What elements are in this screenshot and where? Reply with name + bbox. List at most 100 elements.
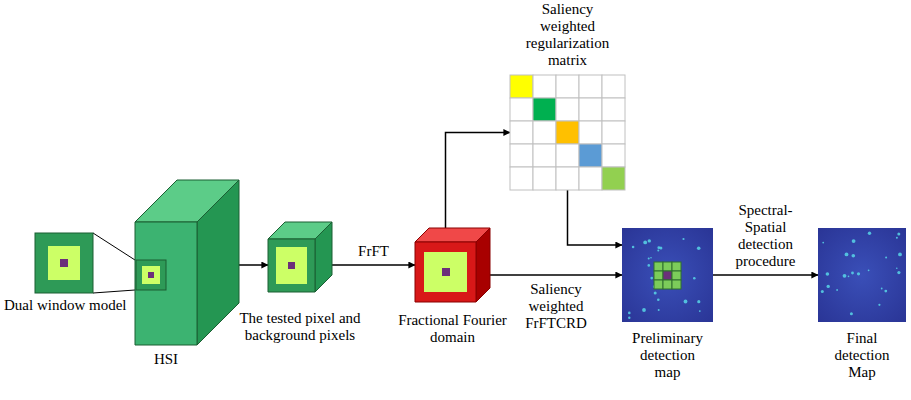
speckle	[632, 246, 635, 249]
speckle	[896, 237, 898, 239]
matrix-cell	[510, 98, 533, 121]
caption-block: HSI	[135, 351, 197, 368]
speckle	[897, 233, 900, 236]
tested-pixel	[148, 272, 154, 278]
outer-window	[136, 260, 166, 290]
matrix-cell	[533, 167, 556, 190]
matrix-cell	[510, 75, 533, 98]
node-caption: The tested pixel and background pixels	[233, 310, 368, 344]
outer-window	[35, 233, 93, 293]
map-ground	[818, 228, 906, 322]
speckle	[650, 277, 653, 280]
speckle	[657, 299, 660, 302]
matrix-cell	[602, 98, 625, 121]
speckle	[885, 257, 887, 259]
cube-side	[476, 228, 490, 302]
cube-front	[135, 222, 197, 345]
illustration	[818, 228, 906, 322]
preliminary-map: Preliminary detection map	[622, 228, 713, 322]
node-caption: Preliminary detection map	[626, 330, 710, 381]
regularization-matrix: Saliency weighted regularization matrix	[510, 75, 625, 190]
matrix-cell	[556, 121, 579, 144]
fourier-domain-cube: Fractional Fourier domain	[415, 228, 490, 302]
window-cell	[663, 271, 672, 280]
caption-block: The tested pixel and background pixels	[233, 310, 368, 344]
speckle	[850, 312, 853, 315]
matrix-cell	[579, 121, 602, 144]
cube-side	[315, 222, 332, 292]
speckle	[654, 292, 657, 295]
zoom-lines	[93, 233, 135, 293]
window-cell	[672, 280, 681, 289]
illustration	[135, 180, 239, 345]
illustration	[510, 75, 625, 190]
window-cell	[654, 280, 663, 289]
matrix-cell	[556, 98, 579, 121]
matrix-cell	[510, 121, 533, 144]
speckle	[684, 300, 688, 304]
illustration	[268, 222, 332, 292]
matrix-cell	[602, 167, 625, 190]
flow-arrow	[490, 274, 622, 276]
speckle	[848, 276, 850, 278]
cube-front	[268, 239, 315, 292]
caption-block: Fractional Fourier domain	[390, 312, 515, 346]
speckle	[658, 309, 660, 311]
speckle	[697, 246, 701, 250]
speckle	[851, 272, 854, 275]
matrix-cell	[556, 75, 579, 98]
flow-arrow	[713, 274, 818, 276]
window-cell	[672, 262, 681, 271]
matrix-cell	[602, 75, 625, 98]
speckle	[852, 239, 856, 243]
final-map: Final detection Map	[818, 228, 906, 322]
speckle	[697, 300, 700, 303]
matrix-cell	[579, 167, 602, 190]
matrix-cell	[579, 144, 602, 167]
speckle	[659, 247, 662, 250]
speckle	[657, 249, 659, 251]
inner-window	[142, 266, 160, 284]
speckle	[897, 271, 900, 274]
speckle	[628, 317, 630, 319]
flow-arrow	[568, 190, 623, 245]
speckle	[868, 269, 870, 271]
speckle	[878, 304, 880, 306]
speckle	[836, 289, 838, 291]
matrix-cell	[602, 121, 625, 144]
matrix-cell	[533, 121, 556, 144]
caption-block: Final detection Map	[820, 330, 904, 381]
edge-label: Spectral-Spatial detection procedure	[724, 202, 808, 270]
node-caption: Final detection Map	[820, 330, 904, 381]
speckle	[868, 232, 871, 235]
speckle	[884, 290, 887, 293]
caption-block: Preliminary detection map	[626, 330, 710, 381]
matrix-cell	[579, 98, 602, 121]
window-cell	[663, 280, 672, 289]
map-ground	[622, 228, 713, 322]
speckle	[822, 242, 824, 244]
speckle	[845, 253, 849, 257]
speckle	[857, 272, 860, 275]
speckle	[699, 310, 701, 312]
matrix-cell	[510, 167, 533, 190]
cube-front	[415, 242, 476, 302]
tested-pixel-cube: The tested pixel and background pixels	[268, 222, 332, 292]
speckle	[682, 238, 684, 240]
tested-pixel	[442, 268, 450, 276]
speckle	[642, 308, 646, 312]
speckle	[881, 288, 883, 290]
speckle	[643, 241, 647, 245]
matrix-cell	[533, 75, 556, 98]
matrix-cell	[579, 75, 602, 98]
node-caption: HSI	[135, 351, 197, 368]
speckle	[648, 264, 651, 267]
matrix-cell	[533, 144, 556, 167]
flow-arrow	[332, 264, 415, 266]
window-cell	[663, 262, 672, 271]
edge-label: FrFT	[342, 243, 406, 260]
window-cell	[654, 271, 663, 280]
cube-side	[197, 180, 239, 345]
speckle	[896, 268, 898, 270]
tested-pixel	[60, 259, 68, 267]
